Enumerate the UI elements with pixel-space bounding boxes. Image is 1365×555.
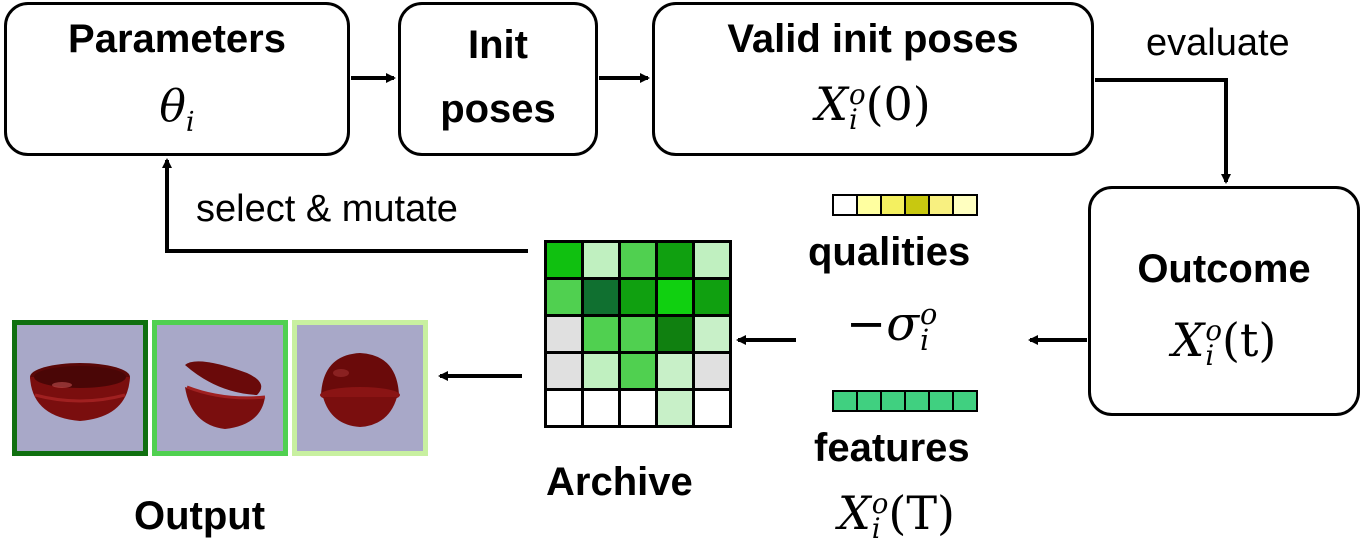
archive-cell — [621, 317, 655, 351]
archive-cell — [695, 317, 729, 351]
parameters-title: Parameters — [68, 17, 286, 61]
archive-cell — [695, 354, 729, 388]
archive-cell — [621, 280, 655, 314]
archive-cell — [621, 391, 655, 425]
feature-cell — [834, 392, 856, 410]
archive-cell — [584, 280, 618, 314]
archive-cell — [547, 243, 581, 277]
output-photo-1 — [12, 320, 148, 456]
quality-cell — [856, 196, 880, 214]
output-photo-3 — [292, 320, 428, 456]
init-poses-box: Init poses — [398, 2, 598, 156]
feature-cell — [904, 392, 928, 410]
init-poses-line2: poses — [440, 87, 556, 131]
archive-cell — [584, 317, 618, 351]
archive-cell — [658, 317, 692, 351]
quality-cell — [834, 196, 856, 214]
qualities-bar — [832, 194, 978, 216]
quality-cell — [904, 196, 928, 214]
parameters-theta: θi — [159, 81, 195, 138]
archive-cell — [584, 391, 618, 425]
archive-cell — [658, 391, 692, 425]
evaluate-label: evaluate — [1146, 22, 1290, 64]
archive-cell — [621, 354, 655, 388]
feature-cell — [952, 392, 976, 410]
feature-cell — [880, 392, 904, 410]
arrow-valid-to-outcome — [1095, 78, 1231, 184]
archive-cell — [658, 280, 692, 314]
archive-cell — [584, 243, 618, 277]
archive-cell — [695, 280, 729, 314]
archive-cell — [658, 243, 692, 277]
bowl-stack-image — [30, 363, 130, 421]
arrow-archive-to-params — [162, 158, 528, 253]
archive-cell — [547, 354, 581, 388]
valid-init-poses-title: Valid init poses — [727, 17, 1019, 61]
parameters-box: Parameters θi — [4, 2, 350, 156]
tilted-bowls-image — [185, 361, 266, 429]
select-mutate-label: select & mutate — [196, 188, 458, 230]
output-photo-2 — [152, 320, 288, 456]
feature-cell — [856, 392, 880, 410]
archive-cell — [584, 354, 618, 388]
archive-cell — [547, 280, 581, 314]
archive-cell — [658, 354, 692, 388]
quality-cell — [880, 196, 904, 214]
archive-cell — [621, 243, 655, 277]
archive-cell — [695, 243, 729, 277]
dome-bowl-image — [320, 353, 400, 427]
quality-cell — [952, 196, 976, 214]
features-label: features — [814, 426, 970, 470]
qualities-label: qualities — [808, 230, 971, 274]
init-poses-line1: Init — [468, 23, 528, 67]
outcome-title: Outcome — [1137, 247, 1311, 291]
archive-cell — [547, 391, 581, 425]
archive-grid — [544, 240, 732, 428]
features-bar — [832, 390, 978, 412]
feature-cell — [928, 392, 952, 410]
archive-cell — [547, 317, 581, 351]
archive-cell — [695, 391, 729, 425]
output-label: Output — [134, 494, 266, 538]
quality-cell — [928, 196, 952, 214]
archive-label: Archive — [546, 460, 693, 504]
